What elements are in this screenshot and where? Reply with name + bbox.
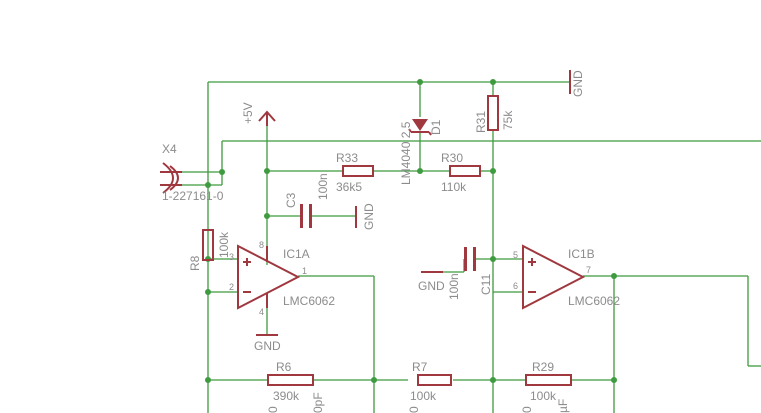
d1-value: LM4040 2.5 (399, 121, 413, 185)
r30-value: 110k (441, 180, 467, 194)
resistor-r7: R7 100k (410, 360, 452, 403)
gnd-symbol-top: GND (569, 70, 585, 97)
ic1b-pin-out: 7 (586, 265, 591, 275)
wires (182, 81, 761, 413)
ic1a-ref: IC1A (283, 247, 310, 261)
r33-value: 36k5 (336, 180, 362, 194)
connector-x4: X4 1-227161-0 (160, 142, 224, 203)
r29-value: 100k (530, 389, 557, 403)
capacitor-c3: C3 100n (284, 173, 330, 228)
r6-ref: R6 (276, 360, 292, 374)
cut-label-b: 0pF (311, 392, 325, 413)
ic1b-pin-plus: 5 (513, 250, 518, 260)
r8-value: 100k (217, 231, 231, 258)
r31-value: 75k (501, 110, 515, 130)
r31-ref: R31 (474, 111, 488, 133)
gnd-symbol-ic1a: GND (254, 334, 281, 353)
diode-d1: LM4040 2.5 D1 (399, 119, 443, 185)
r6-value: 390k (273, 389, 300, 403)
ic1b-value: LMC6062 (568, 294, 620, 308)
junctions (205, 79, 617, 383)
r7-ref: R7 (412, 360, 428, 374)
gnd-symbol-c11: GND (418, 271, 445, 293)
resistor-r30: R30 110k (441, 151, 481, 194)
cut-off-labels: 0 0pF 0 0 µF (266, 392, 570, 413)
cut-label-d: 0 (520, 406, 534, 413)
r7-value: 100k (410, 389, 437, 403)
c3-ref: C3 (284, 192, 298, 208)
ic1a-pin-minus: 2 (229, 282, 234, 292)
x4-value: 1-227161-0 (162, 189, 224, 203)
gnd-symbol-c3: GND (355, 203, 376, 230)
ic1b-ref: IC1B (568, 247, 595, 261)
r30-ref: R30 (441, 151, 463, 165)
ic1a-pin-vss: 4 (259, 307, 264, 317)
opamp-ic1a: IC1A LMC6062 3 2 1 8 4 (229, 240, 335, 317)
ic1a-pin-vdd: 8 (259, 240, 264, 250)
vcc-label: +5V (241, 102, 255, 124)
opamp-ic1b: IC1B LMC6062 5 6 7 (513, 244, 620, 310)
resistor-r31: R31 75k (474, 95, 515, 133)
gnd-label-top: GND (571, 70, 585, 97)
ic1a-pin-plus: 3 (229, 252, 234, 262)
capacitor-c11: 100n C11 (447, 247, 493, 300)
cut-label-a: 0 (266, 406, 280, 413)
vcc-arrow-icon: +5V (241, 102, 276, 126)
resistor-r33: R33 36k5 (336, 151, 374, 194)
resistor-r29: R29 100k (525, 360, 572, 403)
cut-label-c: 0 (407, 406, 421, 413)
resistor-r8: R8 100k (188, 229, 231, 271)
ic1a-value: LMC6062 (283, 294, 335, 308)
d1-ref: D1 (429, 119, 443, 135)
ic1a-pin-out: 1 (302, 266, 307, 276)
c11-ref: C11 (479, 274, 493, 295)
gnd-label-ic1a: GND (254, 339, 281, 353)
c11-value: 100n (447, 273, 461, 300)
x4-ref: X4 (162, 142, 177, 156)
r8-ref: R8 (188, 255, 202, 271)
gnd-label-c3: GND (362, 203, 376, 230)
r29-ref: R29 (532, 360, 554, 374)
r33-ref: R33 (336, 151, 358, 165)
resistor-r6: R6 390k (267, 360, 314, 403)
cut-label-e: µF (556, 399, 570, 413)
c3-value: 100n (316, 173, 330, 200)
gnd-label-c11: GND (418, 279, 445, 293)
ic1b-pin-minus: 6 (513, 281, 518, 291)
